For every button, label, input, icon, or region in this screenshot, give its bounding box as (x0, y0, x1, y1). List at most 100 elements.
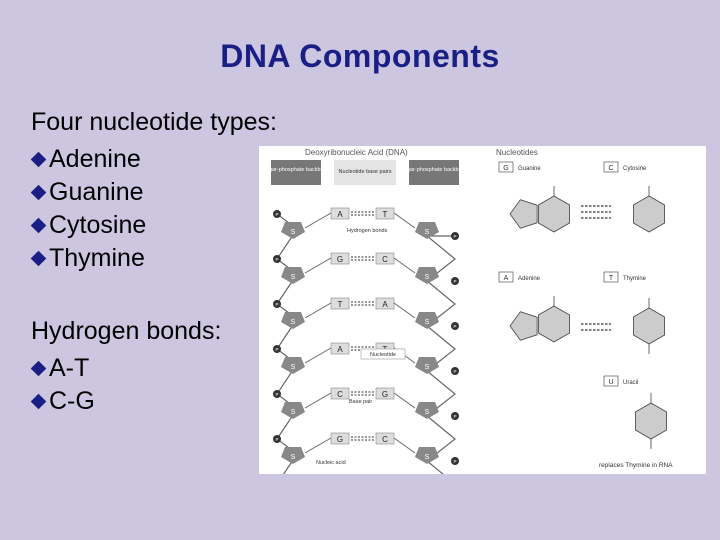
uracil-name: Uracil (623, 380, 638, 386)
phosphate-right-label: P (453, 324, 456, 329)
sugar-right (415, 267, 439, 284)
diamond-bullet-icon (30, 151, 47, 168)
sugar-left-label: S (291, 229, 296, 236)
dna-diagram: Deoxyribonucleic Acid (DNA) Nucleotides … (262, 148, 673, 474)
bullet-text: Thymine (49, 244, 145, 272)
base-left-label: C (337, 390, 343, 399)
sugar-right-label: S (425, 319, 430, 326)
phosphate-right-label: P (453, 459, 456, 464)
dna-figure: Deoxyribonucleic Acid (DNA) Nucleotides … (259, 146, 706, 474)
phosphate-left (273, 210, 281, 218)
bullet-item-at: A-T (30, 352, 277, 385)
adenine-ring-five (509, 311, 538, 341)
sugar-left (281, 312, 305, 329)
uracil-note: replaces Thymine in RNA (599, 462, 673, 469)
phosphate-left-label: P (275, 437, 278, 442)
phosphate-right (451, 277, 459, 285)
base-left-label: T (338, 300, 343, 309)
base-right-label: T (383, 210, 388, 219)
phosphate-left (273, 435, 281, 443)
base-left-label: A (337, 210, 343, 219)
sugar-right-label: S (425, 364, 430, 371)
bullet-text: Adenine (49, 145, 141, 173)
base-right-label: C (382, 255, 388, 264)
cytosine-letter-box (603, 161, 619, 173)
adenine-letter-box (498, 271, 514, 283)
header-box-left (271, 160, 321, 185)
bullet-item-cytosine: Cytosine (30, 209, 277, 242)
header-right-label: Sugar-phosphate backbone (400, 167, 468, 173)
base-connector-left (304, 392, 332, 409)
bullet-item-adenine: Adenine (30, 143, 277, 176)
base-left-label: A (337, 345, 343, 354)
thymine-name: Thymine (623, 276, 647, 282)
sugar-left (281, 447, 305, 464)
base-pair-label: Base pair (349, 399, 372, 405)
base-right-label: C (382, 435, 388, 444)
header-left-label: Sugar-phosphate backbone (262, 167, 330, 173)
phosphate-left-label: P (275, 257, 278, 262)
bullet-text: C-G (49, 387, 95, 415)
phosphate-right-label: P (453, 234, 456, 239)
sugar-left-label: S (291, 319, 296, 326)
thymine-letter: T (609, 275, 614, 282)
base-left-label: G (337, 435, 343, 444)
phosphate-right (451, 457, 459, 465)
cytosine-ring (632, 195, 666, 233)
base-connector-right (393, 437, 416, 454)
nucleic-acid-callout (314, 456, 359, 467)
base-connector-left (304, 347, 332, 364)
base-connector-right (393, 302, 416, 319)
nucleotide-callout (360, 348, 406, 360)
bullet-text: A-T (49, 354, 90, 382)
header-box-mid (334, 160, 396, 185)
guanine-letter: G (503, 165, 508, 172)
dna-title: Deoxyribonucleic Acid (DNA) (305, 148, 408, 157)
phosphate-left-label: P (275, 302, 278, 307)
base-connector-right (393, 257, 416, 274)
sugar-left-label: S (291, 454, 296, 461)
bullet-text: Guanine (49, 178, 144, 206)
cytosine-letter: C (608, 165, 613, 172)
bullet-text: Cytosine (49, 211, 147, 239)
bullet-item-thymine: Thymine (30, 242, 277, 275)
hydrogen-bonds-label: Hydrogen bonds (347, 228, 388, 234)
nucleic-acid-label: Nucleic acid (316, 460, 346, 466)
nucleotides-title: Nucleotides (496, 148, 538, 157)
base-left-label: G (337, 255, 343, 264)
molecule-structures (509, 186, 668, 449)
sugar-right-label: S (425, 229, 430, 236)
phosphate-left (273, 255, 281, 263)
sugar-right (415, 357, 439, 374)
left-backbone (276, 213, 298, 474)
phosphate-right-label: P (453, 414, 456, 419)
thymine-letter-box (603, 271, 619, 283)
uracil-ring (634, 402, 668, 440)
base-connector-right (393, 392, 416, 409)
base-connector-right (393, 212, 416, 229)
adenine-ring-six (537, 305, 571, 343)
sugar-left-label: S (291, 409, 296, 416)
sugar-right-label: S (425, 409, 430, 416)
sugar-right (415, 312, 439, 329)
slide-title: DNA Components (220, 38, 500, 74)
header-box-right (409, 160, 459, 185)
phosphate-left (273, 300, 281, 308)
sugar-left (281, 267, 305, 284)
sugar-left-label: S (291, 364, 296, 371)
sugar-left (281, 402, 305, 419)
uracil-letter: U (608, 379, 613, 386)
nucleotides-heading: Four nucleotide types: (31, 108, 277, 136)
base-connector-left (304, 257, 332, 274)
phosphate-right (451, 322, 459, 330)
bullet-item-cg: C-G (30, 385, 277, 418)
diamond-bullet-icon (30, 250, 47, 267)
phosphate-left (273, 345, 281, 353)
diamond-bullet-icon (30, 360, 47, 377)
adenine-letter: A (504, 275, 509, 282)
adenine-name: Adenine (518, 276, 541, 282)
phosphate-left-label: P (275, 347, 278, 352)
diamond-bullet-icon (30, 184, 47, 201)
base-right-label: G (382, 390, 388, 399)
phosphate-right-label: P (453, 279, 456, 284)
